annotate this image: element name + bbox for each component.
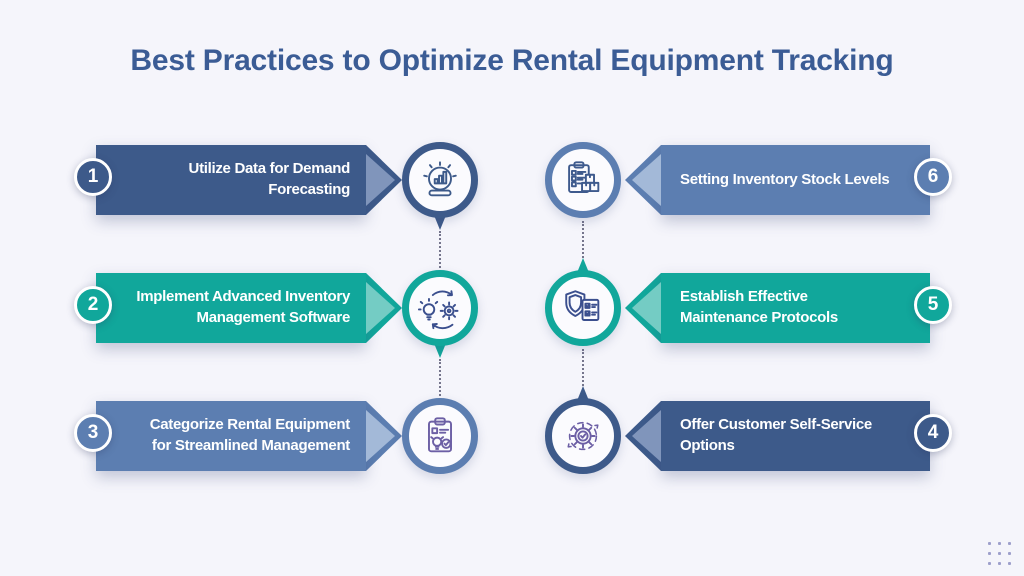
- banner-body: Offer Customer Self-Service Options: [661, 401, 930, 471]
- step-icon-medallion-2: [402, 270, 478, 358]
- step-label-1: Utilize Data for Demand Forecasting: [188, 160, 351, 198]
- inventory-clipboard-boxes-icon: [568, 161, 600, 193]
- step-label-5: Establish Effective Maintenance Protocol…: [680, 288, 838, 326]
- medallion-circle: [402, 270, 478, 346]
- step-banner-2: Implement Advanced Inventory Management …: [74, 273, 402, 343]
- banner-body: Setting Inventory Stock Levels: [661, 145, 930, 215]
- medallion-circle: [402, 398, 478, 474]
- dotted-connector: [439, 359, 441, 396]
- medallion-circle: [545, 398, 621, 474]
- step-label-6: Setting Inventory Stock Levels: [680, 170, 890, 188]
- step-icon-medallion-3: [402, 398, 478, 474]
- step-banner-6: Setting Inventory Stock Levels 6: [625, 145, 952, 215]
- shield-checklist-icon: [565, 290, 600, 321]
- step-icon-medallion-4: [545, 386, 621, 474]
- step-icon-medallion-6: [545, 142, 621, 218]
- medallion-circle: [545, 142, 621, 218]
- step-icon-medallion-5: [545, 258, 621, 346]
- dotted-connector: [582, 221, 584, 258]
- banner-body: Establish Effective Maintenance Protocol…: [661, 273, 930, 343]
- medallion-circle: [402, 142, 478, 218]
- step-number-2: 2: [74, 286, 112, 324]
- lightbulb-gear-cycle-icon: [417, 290, 459, 330]
- step-number-3: 3: [74, 414, 112, 452]
- banner-body: Categorize Rental Equipment for Streamli…: [96, 401, 366, 471]
- step-icon-medallion-1: [402, 142, 478, 230]
- step-number-4: 4: [914, 414, 952, 452]
- dotted-connector: [582, 349, 584, 386]
- clipboard-lightbulb-check-icon: [428, 417, 452, 453]
- dot-grid-watermark: [988, 542, 1011, 565]
- step-label-4: Offer Customer Self-Service Options: [680, 416, 872, 454]
- step-number-1: 1: [74, 158, 112, 196]
- step-banner-4: Offer Customer Self-Service Options 4: [625, 401, 952, 471]
- step-number-6: 6: [914, 158, 952, 196]
- demand-forecasting-icon: [423, 161, 457, 197]
- step-label-3: Categorize Rental Equipment for Streamli…: [149, 416, 351, 454]
- dotted-connector: [439, 231, 441, 268]
- gear-check-cycle-icon: [567, 421, 599, 451]
- medallion-circle: [545, 270, 621, 346]
- step-banner-5: Establish Effective Maintenance Protocol…: [625, 273, 952, 343]
- banner-body: Utilize Data for Demand Forecasting: [96, 145, 366, 215]
- page-title: Best Practices to Optimize Rental Equipm…: [130, 44, 894, 77]
- step-number-5: 5: [914, 286, 952, 324]
- step-banner-1: Utilize Data for Demand Forecasting 1: [74, 145, 402, 215]
- banner-body: Implement Advanced Inventory Management …: [96, 273, 366, 343]
- step-banner-3: Categorize Rental Equipment for Streamli…: [74, 401, 402, 471]
- step-label-2: Implement Advanced Inventory Management …: [136, 288, 350, 326]
